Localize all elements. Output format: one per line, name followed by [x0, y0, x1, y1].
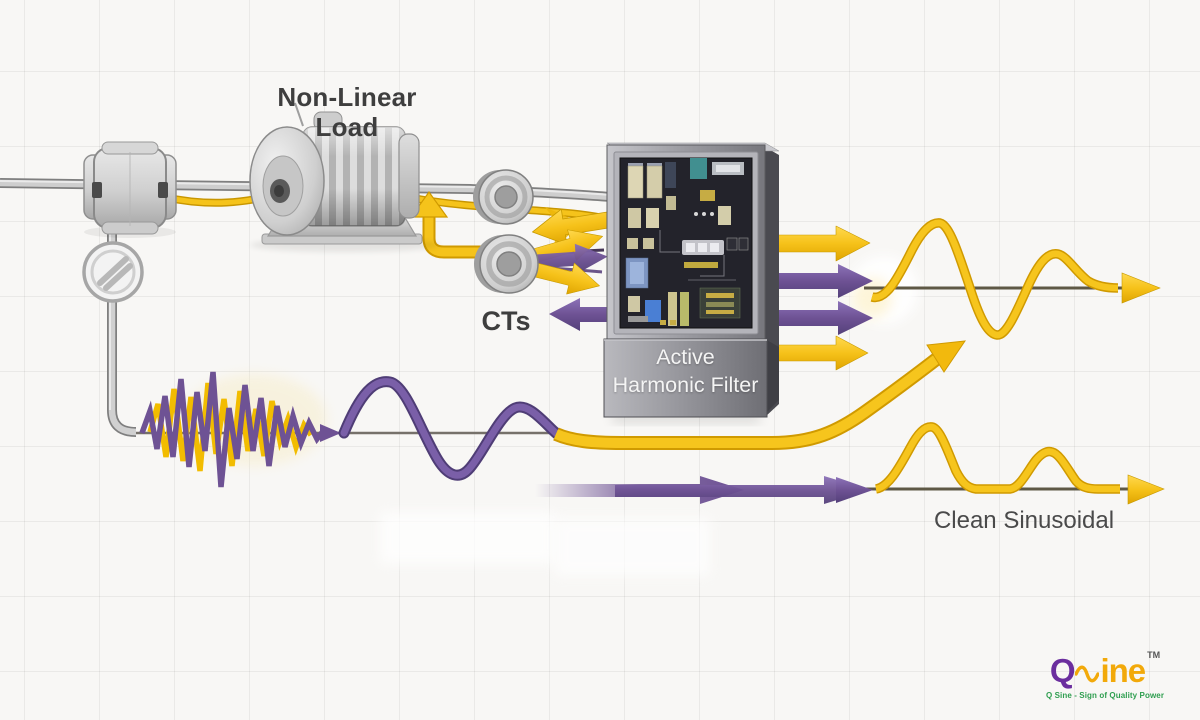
filter-output-arrows	[759, 225, 873, 371]
logo-letter-q: Q	[1049, 652, 1076, 689]
pcb-components	[625, 158, 749, 326]
motor	[249, 102, 440, 252]
brand-tagline: Q Sine - Sign of Quality Power	[1045, 691, 1165, 700]
filter-cabinet-label: Active Harmonic Filter	[604, 344, 767, 400]
clean-sine-top	[850, 218, 1161, 340]
current-transformer-rings	[473, 169, 539, 294]
logo-letters-ine: ine	[1100, 652, 1146, 689]
yellow-flow-band	[553, 340, 967, 450]
compensation-sine-wave	[338, 376, 563, 481]
distorted-waveform	[139, 371, 341, 488]
cts-label: CTs	[481, 306, 531, 336]
non-linear-load-label: Non-Linear Load	[277, 82, 417, 142]
line-tap-connector	[83, 141, 177, 238]
filter-cabinet	[603, 142, 780, 422]
filter-label-line1: Active	[656, 345, 715, 369]
meter-medallion	[82, 241, 144, 303]
filter-label-line2: Harmonic Filter	[612, 372, 759, 397]
brand-logo: Q ine TM Q Sine - Sign of Quality Power	[1040, 650, 1170, 700]
clean-sine-bottom	[836, 422, 1165, 505]
sine-wave-icon	[1075, 665, 1100, 683]
logo-trademark: TM	[1147, 650, 1161, 660]
brand-logo-wordmark: Q ine TM	[1040, 650, 1170, 690]
clean-sinusoidal-label: Clean Sinusoidal	[933, 507, 1115, 534]
purple-flow-arrows	[535, 476, 870, 504]
feedback-up-arrow	[409, 190, 489, 259]
